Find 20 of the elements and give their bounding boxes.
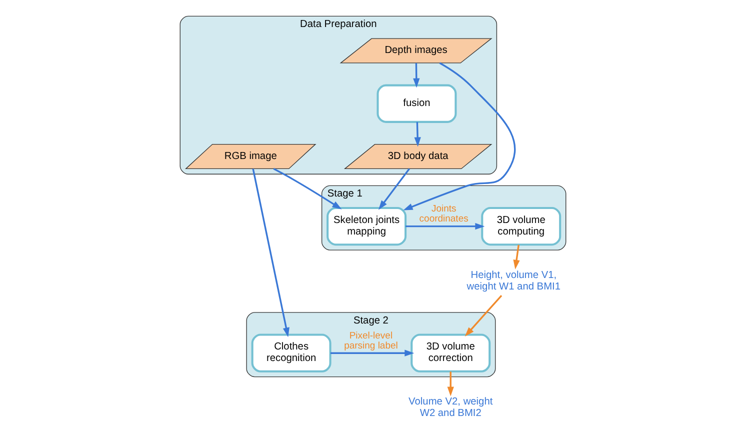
node-text: Height, volume V1, weight W1 and BMI1 [466,270,561,292]
arrow [464,294,502,337]
arrow [413,63,420,88]
arrow [330,350,414,356]
arrow [273,168,342,210]
arrow [406,223,485,230]
arrow [403,62,516,210]
node-box: 3D volume computing [481,207,562,246]
arrow [378,168,410,210]
arrow [447,372,454,396]
node-box: 3D volume correction [410,334,491,372]
arrow [414,122,421,147]
arrow [252,168,290,338]
edge-label: Pixel-level parsing label [344,330,398,352]
node-text: Volume V2, weight W2 and BMI2 [408,396,493,420]
edge-label: Joints coordinates [419,204,468,225]
arrow [513,244,520,270]
node-box: Clothes recognition [251,334,332,372]
node-box: fusion [376,84,457,123]
node-box: Skeleton joints mapping [326,207,407,246]
